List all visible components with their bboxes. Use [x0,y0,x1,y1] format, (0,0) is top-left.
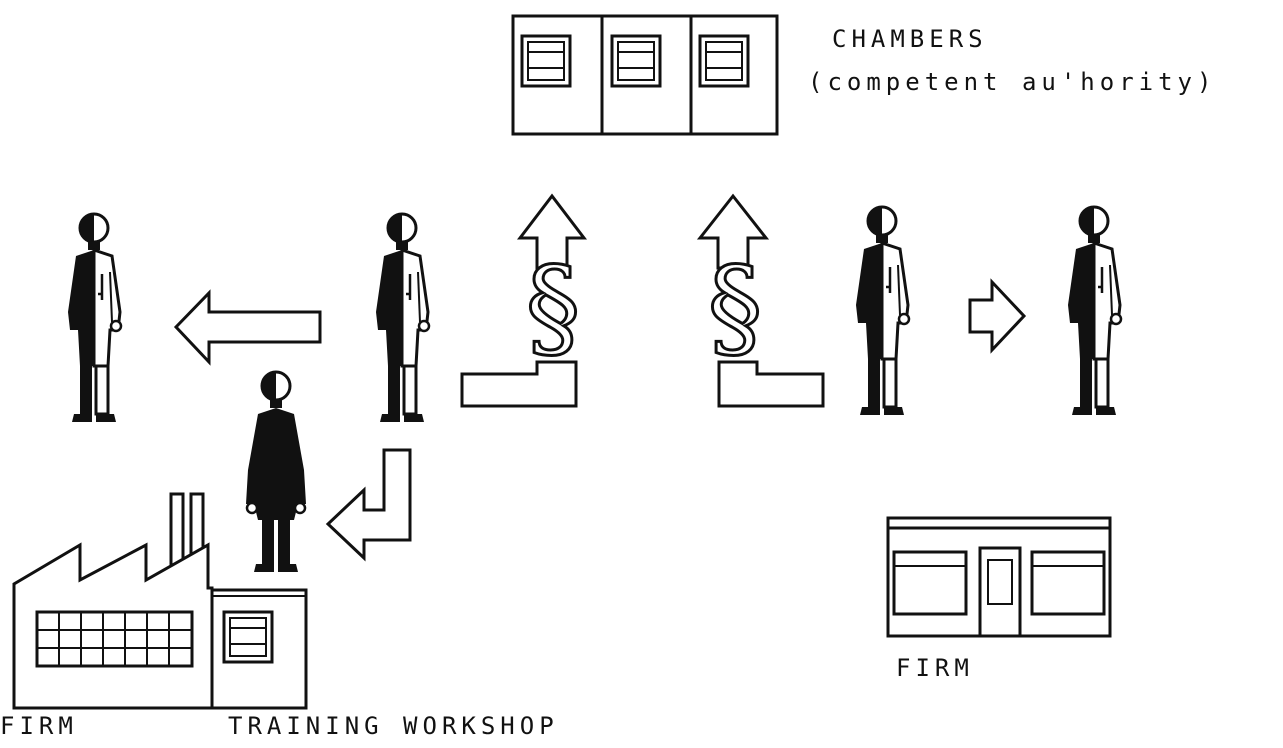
up-arrow-left-icon [516,193,588,270]
shop-building [886,516,1112,638]
training-workshop-label: TRAINING WORKSHOP [228,712,559,740]
up-arrow-right-icon [696,193,770,270]
section-sign-left-icon: § [524,242,582,373]
svg-text:§: § [526,243,581,371]
authority-label: (competent au'hority) [808,68,1217,96]
factory-building [12,492,214,710]
pedestal-right [717,360,825,408]
chambers-building [511,14,779,136]
person-right-1-icon [854,205,911,417]
bent-arrow-icon [325,448,412,562]
pedestal-left [460,360,578,408]
person-center-icon [374,212,431,424]
chambers-label: CHAMBERS [832,25,988,53]
section-sign-right-icon: § [706,242,764,373]
firm-left-label: FIRM [0,712,78,740]
right-arrow-icon [968,278,1027,354]
training-workshop-building [210,588,308,710]
firm-right-label: FIRM [896,654,974,682]
person-apprentice-icon [244,370,308,574]
left-arrow-icon [173,289,322,366]
person-right-2-icon [1066,205,1123,417]
person-left-icon [66,212,123,424]
svg-text:§: § [708,243,763,371]
